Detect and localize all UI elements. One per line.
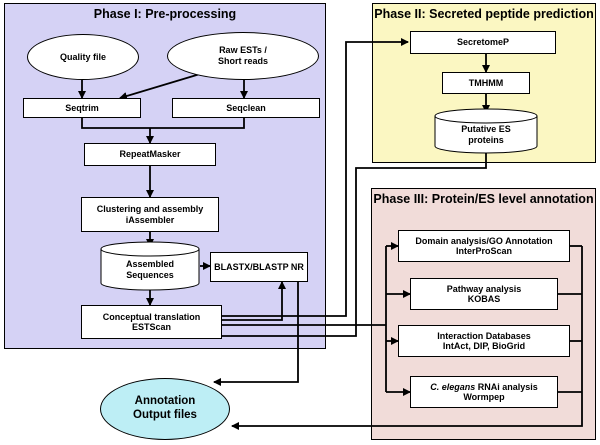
- domain-label-line2: InterProScan: [455, 246, 513, 256]
- conceptual-label-line2: ESTScan: [131, 322, 171, 332]
- phase2-title: Phase II: Secreted peptide prediction: [374, 7, 594, 21]
- domain-analysis-node: Domain analysis/GO Annotation InterProSc…: [398, 230, 570, 262]
- blast-node: BLASTX/BLASTP NR: [210, 252, 308, 282]
- putative-label-line2: proteins: [468, 135, 504, 145]
- pathway-label-line1: Pathway analysis: [446, 283, 522, 294]
- repeatmasker-node: RepeatMasker: [84, 143, 216, 166]
- conceptual-translation-node: Conceptual translation ESTScan: [81, 305, 222, 339]
- secretomep-node: SecretomeP: [410, 31, 556, 54]
- seqtrim-label: Seqtrim: [65, 102, 99, 113]
- raw-ests-label-line2: Short reads: [217, 56, 268, 66]
- secretomep-label: SecretomeP: [456, 37, 510, 48]
- cylinder-shape: [100, 241, 200, 291]
- annotation-label-line2: Output files: [133, 409, 197, 421]
- annotation-label-line1: Annotation: [134, 395, 196, 408]
- clustering-label-line2: iAssembler: [125, 214, 175, 225]
- celegans-rest: RNAi analysis: [475, 381, 538, 392]
- phase3-title: Phase III: Protein/ES level annotation: [373, 192, 594, 206]
- celegans-label-line1: C. elegans RNAi analysis: [430, 382, 538, 392]
- raw-ests-label-line1: Raw ESTs /: [219, 45, 267, 56]
- cylinder-shape: [434, 108, 538, 154]
- repeatmasker-label: RepeatMasker: [119, 149, 181, 160]
- celegans-rnai-node: C. elegans RNAi analysis Wormpep: [410, 376, 558, 408]
- tmhmm-node: TMHMM: [442, 72, 530, 94]
- assembled-sequences-node: Assembled Sequences: [100, 241, 200, 291]
- annotation-output-node: Annotation Output files: [100, 378, 230, 440]
- phase1-title: Phase I: Pre-processing: [93, 7, 237, 21]
- interaction-label-line1: Interaction Databases: [437, 330, 531, 341]
- clustering-node: Clustering and assembly iAssembler: [81, 197, 219, 232]
- quality-file-label: Quality file: [59, 51, 106, 62]
- putative-label-line1: Putative ES: [461, 124, 511, 135]
- tmhmm-label: TMHMM: [468, 77, 504, 88]
- pathway-analysis-node: Pathway analysis KOBAS: [410, 278, 558, 310]
- domain-label-line1: Domain analysis/GO Annotation: [415, 235, 553, 246]
- seqtrim-node: Seqtrim: [23, 98, 141, 118]
- seqclean-node: Seqclean: [172, 98, 320, 118]
- celegans-label-line2: Wormpep: [463, 392, 505, 402]
- interaction-label-line2: IntAct, DIP, BioGrid: [442, 341, 526, 351]
- assembled-label-line2: Sequences: [126, 270, 174, 280]
- pathway-label-line2: KOBAS: [467, 294, 501, 304]
- putative-es-proteins-node: Putative ES proteins: [434, 108, 538, 154]
- interaction-databases-node: Interaction Databases IntAct, DIP, BioGr…: [398, 325, 570, 357]
- assembled-label-line1: Assembled: [125, 259, 175, 270]
- seqclean-label: Seqclean: [226, 102, 266, 113]
- raw-ests-node: Raw ESTs / Short reads: [167, 32, 319, 80]
- celegans-italic: C. elegans: [430, 381, 476, 392]
- quality-file-node: Quality file: [27, 34, 139, 80]
- clustering-label-line1: Clustering and assembly: [96, 204, 204, 215]
- blast-label: BLASTX/BLASTP NR: [214, 261, 304, 272]
- conceptual-label-line1: Conceptual translation: [102, 311, 201, 322]
